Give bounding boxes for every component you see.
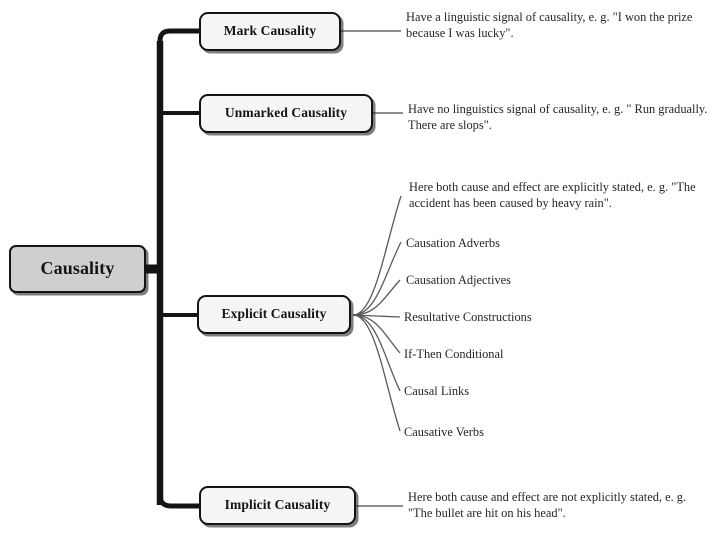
description-mark-causality: Have a linguistic signal of causality, e… (406, 10, 693, 41)
description-explicit-causality: Here both cause and effect are explicitl… (409, 180, 696, 211)
leaf-item-if-then-conditional: If-Then Conditional (404, 347, 504, 361)
leaf-item-resultative-constructions: Resultative Constructions (404, 310, 532, 324)
branch-node-implicit-causality[interactable]: Implicit Causality (199, 486, 356, 525)
fan-curve-causative-verbs (352, 314, 401, 432)
fan-curve-causation-adjectives (352, 279, 401, 316)
description-unmarked-causality: Have no linguistics signal of causality,… (408, 102, 708, 133)
fan-curve-causal-links (352, 314, 401, 392)
leaf-item-causative-verbs: Causative Verbs (404, 425, 484, 439)
leaf-item-causation-adverbs: Causation Adverbs (406, 236, 500, 250)
branch-line-mark (157, 28, 200, 42)
branch-node-explicit-causality[interactable]: Explicit Causality (197, 295, 351, 334)
branch-node-label: Unmarked Causality (224, 105, 348, 121)
leaf-item-causation-adjectives: Causation Adjectives (406, 273, 511, 287)
root-node-label: Causality (40, 258, 115, 279)
leaf-item-causal-links: Causal Links (404, 384, 470, 398)
branch-node-mark-causality[interactable]: Mark Causality (199, 12, 341, 51)
fan-curve-description (352, 195, 402, 316)
description-implicit-causality: Here both cause and effect are not expli… (408, 490, 687, 521)
branch-node-label: Explicit Causality (221, 306, 327, 322)
explicit-fan-connectors (352, 195, 402, 432)
branch-node-label: Mark Causality (223, 23, 317, 39)
branch-line-implicit (157, 494, 200, 509)
branch-node-label: Implicit Causality (224, 497, 331, 513)
fan-curve-causation-adverbs (352, 241, 402, 316)
branch-node-unmarked-causality[interactable]: Unmarked Causality (199, 94, 373, 133)
root-node-causality[interactable]: Causality (9, 245, 146, 293)
